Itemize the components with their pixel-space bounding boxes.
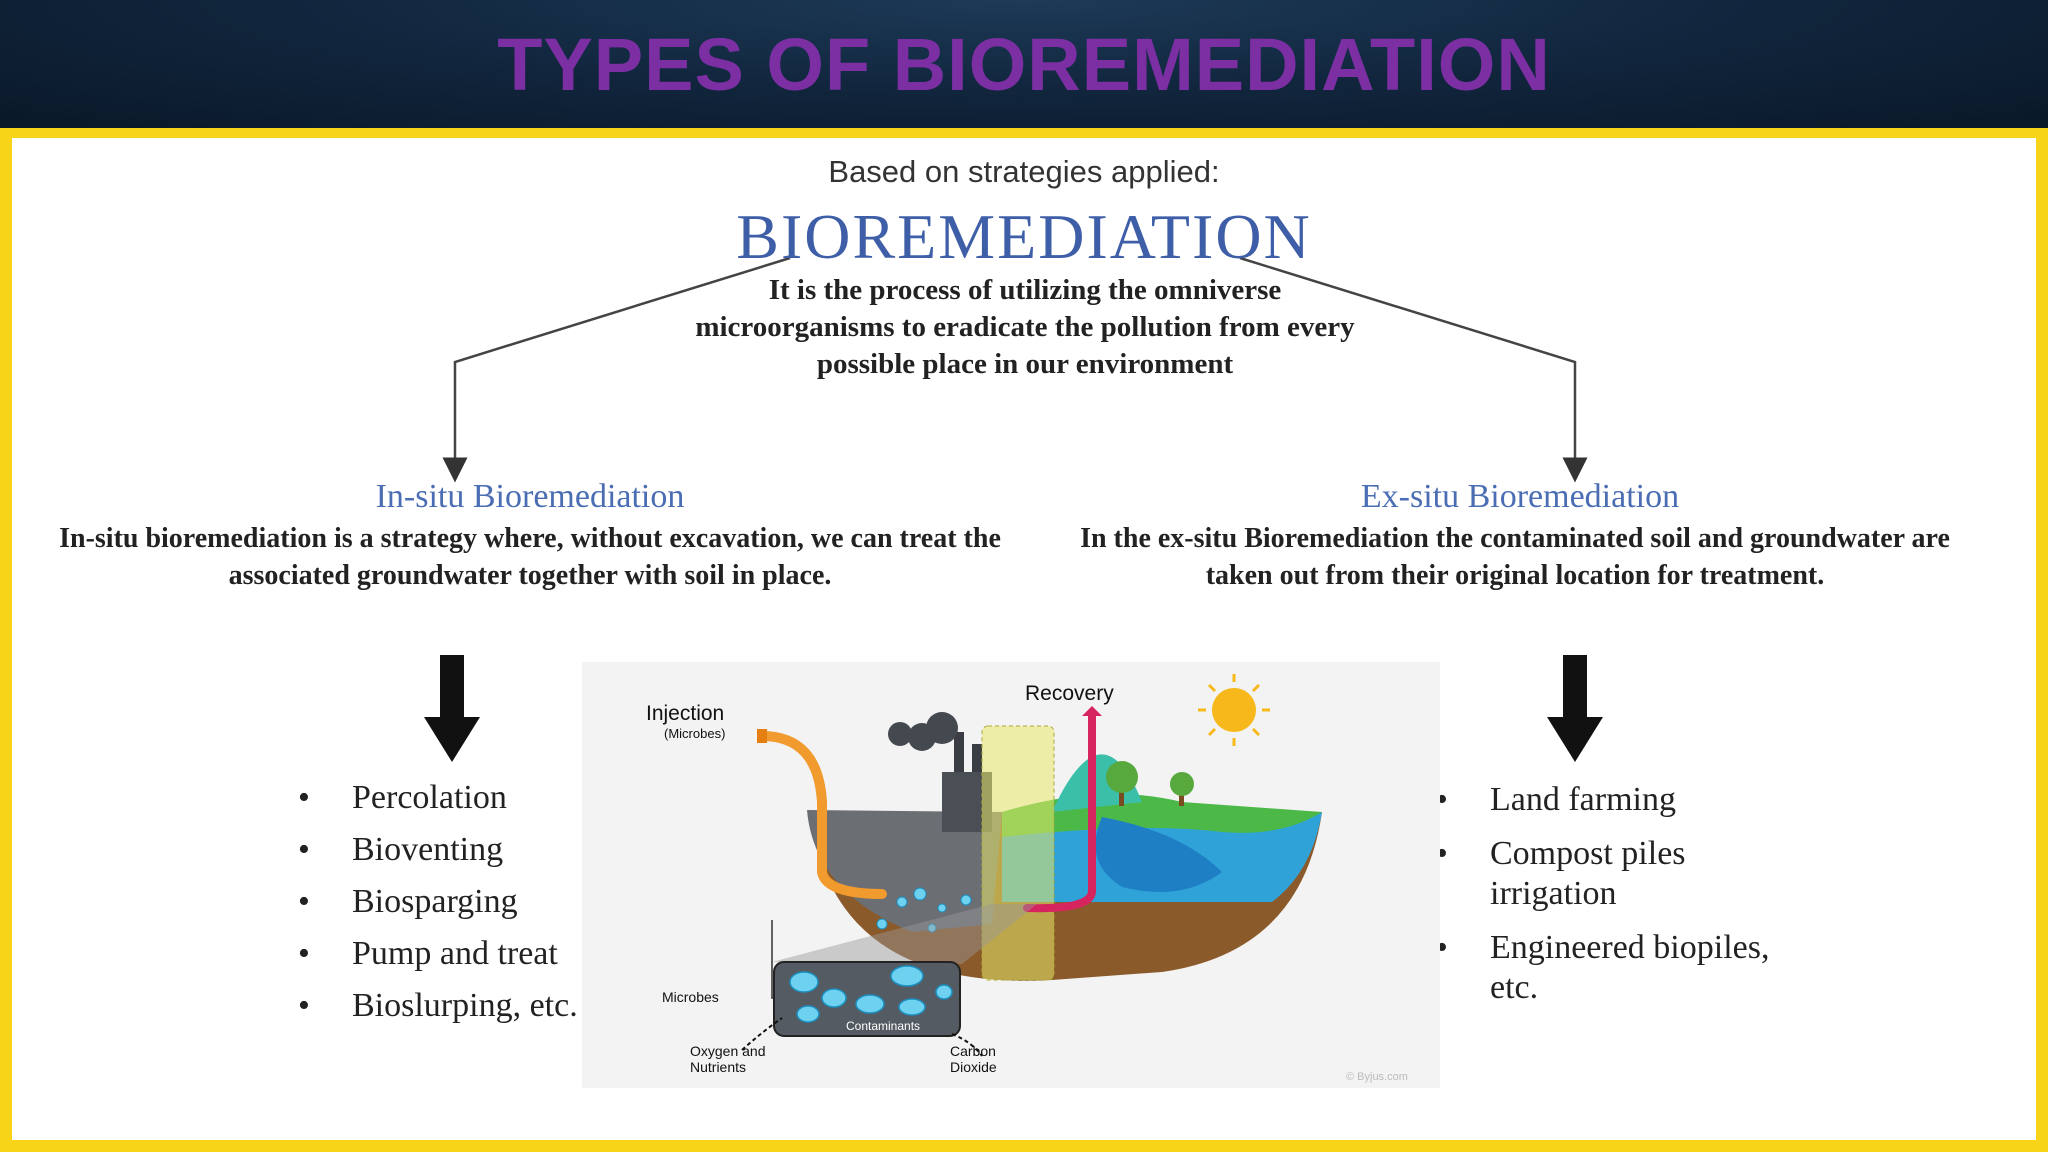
bullet-icon: • — [298, 987, 310, 1024]
list-item: •Engineered biopiles, etc. — [1436, 929, 1770, 1006]
bioremediation-description: It is the process of utilizing the omniv… — [695, 274, 1355, 380]
slide-header — [0, 0, 2048, 128]
slide-title: TYPES OF BIOREMEDIATION — [497, 23, 1551, 106]
bullet-icon: • — [1436, 929, 1448, 966]
ex-situ-down-arrow — [1547, 655, 1603, 762]
contaminants-label: Contaminants — [846, 1019, 920, 1033]
strategy-subtitle: Based on strategies applied: — [828, 154, 1220, 189]
bullet-icon: • — [298, 831, 310, 868]
in-situ-down-arrow — [424, 655, 480, 762]
carbon-label-line2: Dioxide — [950, 1059, 997, 1075]
bullet-icon: • — [298, 935, 310, 972]
list-item: •Pump and treat — [298, 935, 558, 972]
microbes-label: Microbes — [662, 989, 719, 1005]
list-item: •Bioventing — [298, 831, 504, 868]
list-item: •Percolation — [298, 779, 507, 816]
bioremediation-diagram: Injection (Microbes) Recovery Microbes C… — [582, 662, 1440, 1088]
ex-situ-methods-list: •Land farming •Compost piles irrigation … — [1436, 780, 1776, 1008]
bioremediation-heading: BIOREMEDIATION — [736, 201, 1312, 272]
in-situ-description: In-situ bioremediation is a strategy whe… — [59, 523, 1001, 591]
injection-label: Injection — [646, 702, 724, 725]
bullet-icon: • — [298, 779, 310, 816]
oxygen-label-line1: Oxygen and — [690, 1043, 766, 1059]
in-situ-heading: In-situ Bioremediation — [375, 478, 685, 515]
carbon-label-line1: Carbon — [950, 1043, 996, 1059]
in-situ-methods-list: •Percolation •Bioventing •Biosparging •P… — [298, 778, 588, 1026]
ex-situ-description: In the ex-situ Bioremediation the contam… — [1080, 523, 1950, 591]
ex-situ-heading: Ex-situ Bioremediation — [1360, 478, 1680, 515]
oxygen-label-line2: Nutrients — [690, 1059, 746, 1075]
sun-icon — [1198, 674, 1270, 746]
credit-label: © Byjus.com — [1346, 1071, 1408, 1083]
bullet-icon: • — [1436, 781, 1448, 818]
recovery-label: Recovery — [1025, 682, 1114, 705]
tree-icon — [1106, 761, 1194, 806]
list-item: •Land farming — [1436, 781, 1676, 818]
injection-sub-label: (Microbes) — [664, 726, 725, 741]
list-item: •Bioslurping, etc. — [298, 987, 578, 1024]
bullet-icon: • — [298, 883, 310, 920]
bullet-icon: • — [1436, 835, 1448, 872]
list-item: •Compost piles irrigation — [1436, 835, 1686, 912]
list-item: •Biosparging — [298, 883, 518, 920]
